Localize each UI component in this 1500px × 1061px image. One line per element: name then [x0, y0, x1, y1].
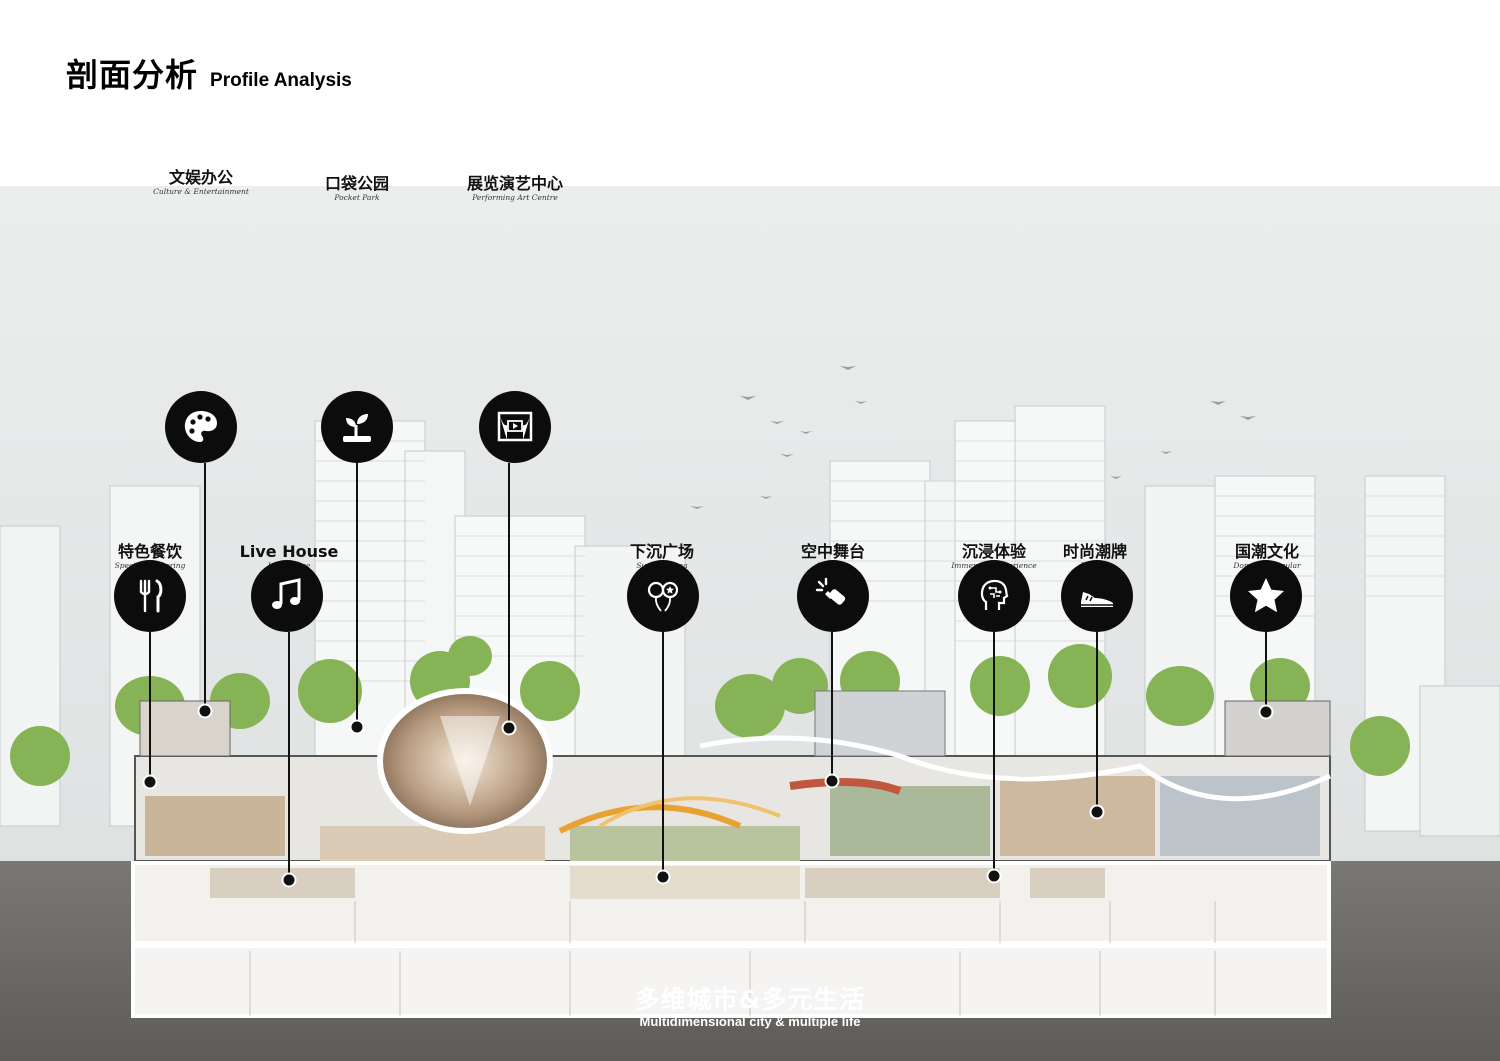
- rooftop-block: [814, 690, 946, 757]
- leader-air-stage: [831, 632, 833, 779]
- anchor-culture-entertainment: [197, 703, 213, 719]
- leader-specialty-catering: [149, 632, 151, 780]
- anchor-pocket-park: [349, 719, 365, 735]
- leader-performing-art-centre: [508, 463, 510, 726]
- callout-label-cn: 国潮文化: [1234, 542, 1299, 561]
- bridge-walkway: [558, 804, 742, 834]
- footer-title-en: Multidimensional city & multiple life: [639, 1014, 861, 1029]
- anchor-air-stage: [824, 773, 840, 789]
- spotlight-icon: [815, 577, 846, 605]
- footer-title-cn: 多维城市&多元生活: [634, 985, 866, 1014]
- callout-label-en: Culture & Entertainment: [153, 187, 249, 196]
- badge-performing-art-centre[interactable]: [479, 391, 551, 463]
- palette-icon: [184, 411, 217, 442]
- badge-specialty-catering[interactable]: [114, 560, 186, 632]
- leader-pocket-park: [356, 463, 358, 725]
- leader-immersive-experience: [993, 632, 995, 874]
- rooftop-office: [139, 700, 231, 757]
- anchor-live-house: [281, 872, 297, 888]
- callout-label-cn: 口袋公园: [324, 174, 389, 193]
- sneaker-icon: [1081, 592, 1113, 607]
- callout-performing-art-centre: 展览演艺中心 Performing Art Centre: [405, 175, 625, 203]
- callout-label-cn: 时尚潮牌: [1062, 542, 1127, 561]
- badge-sunken-plaza[interactable]: [627, 560, 699, 632]
- callout-label-cn: Live House: [239, 542, 339, 561]
- basement-columns: [249, 901, 1216, 1016]
- page-title: 剖面分析 Profile Analysis: [66, 50, 352, 96]
- basement-level-2: [131, 944, 1331, 1018]
- badge-air-stage[interactable]: [797, 560, 869, 632]
- title-en: Profile Analysis: [210, 70, 352, 91]
- badge-immersive-experience[interactable]: [958, 560, 1030, 632]
- callout-label-cn: 空中舞台: [800, 542, 865, 561]
- ai-head-icon: [980, 579, 1009, 610]
- badge-fashion[interactable]: [1061, 560, 1133, 632]
- callout-label-cn: 下沉广场: [629, 542, 694, 561]
- callout-label-en: Performing Art Centre: [472, 193, 558, 202]
- star-icon: [1248, 578, 1284, 613]
- wavy-roof: [699, 735, 1332, 802]
- balloons-icon: [647, 581, 679, 612]
- fork-knife-icon: [139, 579, 163, 613]
- sprout-icon: [343, 414, 371, 442]
- anchor-immersive-experience: [986, 868, 1002, 884]
- callout-label-cn: 沉浸体验: [961, 542, 1026, 561]
- callout-pocket-park: 口袋公园 Pocket Park: [247, 175, 467, 203]
- leader-culture-entertainment: [204, 463, 206, 709]
- rooftop-pavilion: [1224, 700, 1331, 757]
- callout-label-cn: 特色餐饮: [117, 542, 182, 561]
- basement-shops: [210, 866, 1105, 899]
- leader-live-house: [288, 632, 290, 878]
- air-stage-platform: [789, 778, 902, 795]
- anchor-specialty-catering: [142, 774, 158, 790]
- badge-live-house[interactable]: [251, 560, 323, 632]
- leader-sunken-plaza: [662, 632, 664, 875]
- theater-icon: [497, 411, 533, 442]
- badge-culture-entertainment[interactable]: [165, 391, 237, 463]
- music-note-icon: [272, 578, 301, 609]
- anchor-fashion: [1089, 804, 1105, 820]
- birds: [690, 366, 1256, 509]
- tower-windows: [315, 440, 1445, 682]
- bridge-walkway-2: [598, 796, 781, 828]
- callout-label-cn: 展览演艺中心: [466, 174, 563, 193]
- badge-domestic-popular[interactable]: [1230, 560, 1302, 632]
- title-cn: 剖面分析: [66, 56, 199, 94]
- callout-culture-entertainment: 文娱办公 Culture & Entertainment: [91, 169, 311, 197]
- anchor-domestic-popular: [1258, 704, 1274, 720]
- badge-pocket-park[interactable]: [321, 391, 393, 463]
- anchor-performing-art-centre: [501, 720, 517, 736]
- anchor-sunken-plaza: [655, 869, 671, 885]
- stage-light: [440, 716, 500, 806]
- leader-fashion: [1096, 632, 1098, 810]
- leader-domestic-popular: [1265, 632, 1267, 710]
- callout-label-cn: 文娱办公: [168, 168, 233, 187]
- callout-label-en: Pocket Park: [334, 193, 380, 202]
